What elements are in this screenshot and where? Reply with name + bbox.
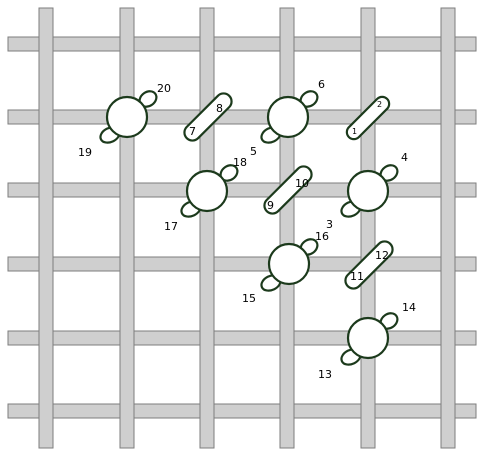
knot-stitch-6 — [260, 90, 319, 144]
vertical-thread — [38, 7, 54, 449]
label-7: 7 — [189, 125, 196, 138]
label-6: 6 — [318, 78, 325, 91]
label-20: 20 — [157, 82, 171, 95]
knot-stitch-13-14 — [340, 312, 399, 366]
horizontal-threads — [7, 36, 477, 419]
label-19: 19 — [78, 146, 92, 159]
label-12: 12 — [375, 249, 389, 262]
horizontal-thread — [7, 403, 477, 419]
bar-stitch-1-2 — [345, 95, 391, 141]
horizontal-thread — [7, 330, 477, 346]
vertical-thread — [440, 7, 456, 449]
label-5: 5 — [250, 145, 257, 158]
knot-stitch-19-20 — [99, 90, 158, 144]
horizontal-thread — [7, 36, 477, 52]
label-9: 9 — [267, 199, 274, 212]
vertical-thread — [199, 7, 215, 449]
bar-stitch-11-12 — [344, 240, 394, 290]
label-1: 1 — [352, 127, 357, 136]
label-13: 13 — [318, 368, 332, 381]
label-15: 15 — [242, 292, 256, 305]
bar-stitch-7-8 — [183, 92, 233, 142]
vertical-threads — [38, 7, 456, 449]
bar-stitch-9-10 — [263, 165, 313, 215]
label-17: 17 — [164, 220, 178, 233]
stitch-labels: 20 19 8 7 6 5 18 17 10 9 2 1 4 3 16 15 1… — [78, 78, 416, 381]
label-2: 2 — [377, 100, 382, 109]
stitches — [99, 90, 399, 366]
knot-stitch-4 — [340, 164, 399, 218]
horizontal-thread — [7, 109, 477, 125]
horizontal-thread — [7, 256, 477, 272]
label-16: 16 — [315, 230, 329, 243]
label-14: 14 — [402, 301, 416, 314]
knot-stitch-15-16 — [260, 238, 319, 292]
label-18: 18 — [233, 156, 247, 169]
label-11: 11 — [350, 270, 364, 283]
vertical-thread — [279, 7, 295, 449]
label-8: 8 — [216, 102, 223, 115]
horizontal-thread — [7, 182, 477, 198]
label-4: 4 — [401, 151, 408, 164]
vertical-thread — [360, 7, 376, 449]
vertical-thread — [119, 7, 135, 449]
label-10: 10 — [295, 177, 309, 190]
knot-stitch-17-18 — [180, 164, 239, 218]
label-3: 3 — [326, 218, 333, 231]
